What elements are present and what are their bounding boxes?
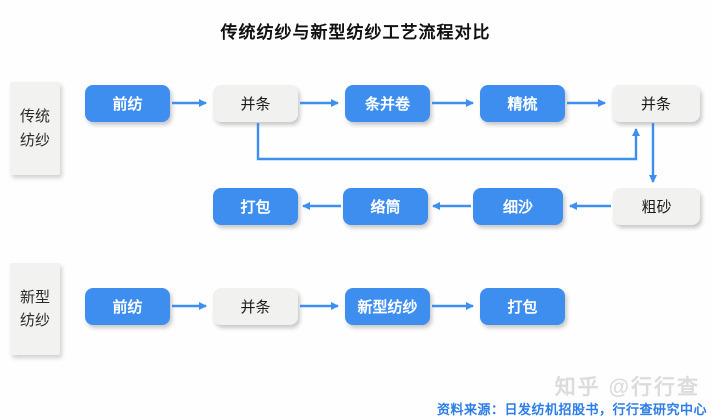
source-attribution: 资料来源：日发纺机招股书，行行查研究中心 bbox=[436, 402, 707, 417]
lane-label-traditional-line1: 传统 bbox=[19, 108, 50, 126]
lane-label-traditional-line2: 纺纱 bbox=[19, 131, 50, 149]
node-winding: 络筒 bbox=[343, 188, 428, 225]
lane-label-new: 新型 纺纱 bbox=[10, 263, 60, 355]
node-new-pre-spinning: 前纺 bbox=[85, 288, 170, 325]
node-new-drawing: 并条 bbox=[213, 288, 298, 325]
node-packing: 打包 bbox=[213, 188, 298, 225]
node-new-packing: 打包 bbox=[480, 288, 565, 325]
lane-label-new-line2: 纺纱 bbox=[19, 312, 50, 329]
node-new-spinning: 新型纺纱 bbox=[345, 288, 430, 325]
node-pre-spinning: 前纺 bbox=[85, 85, 170, 122]
node-fine-spinning: 细沙 bbox=[473, 188, 563, 225]
lane-label-new-line1: 新型 bbox=[19, 288, 50, 306]
node-lap-former: 条并卷 bbox=[345, 85, 430, 122]
zhihu-watermark: 知乎 @行行查 bbox=[554, 376, 700, 399]
node-roving: 粗砂 bbox=[613, 188, 700, 225]
lane-label-traditional: 传统 纺纱 bbox=[10, 82, 60, 175]
node-combing: 精梳 bbox=[480, 85, 565, 122]
diagram-title: 传统纺纱与新型纺纱工艺流程对比 bbox=[220, 23, 491, 42]
node-drawing: 并条 bbox=[213, 85, 298, 122]
node-drawing-2: 并条 bbox=[612, 85, 700, 122]
